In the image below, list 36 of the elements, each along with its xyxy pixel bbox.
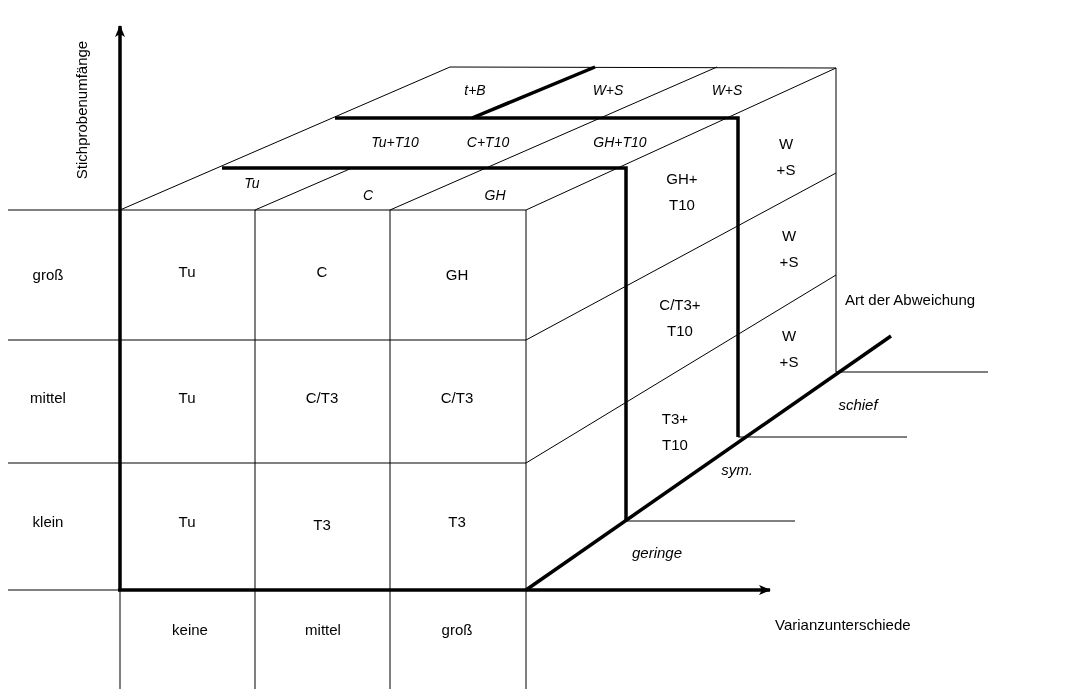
cell-label: T3+ T10 bbox=[661, 409, 689, 455]
cell-label: Tu bbox=[178, 387, 196, 408]
cell-label: GH bbox=[445, 264, 469, 285]
axis-title: Stichprobenumfänge bbox=[71, 40, 91, 180]
face-label: Tu bbox=[244, 173, 260, 193]
column-label: groß bbox=[441, 619, 473, 640]
cell-label: T3 bbox=[448, 511, 466, 532]
level-label: schief bbox=[838, 394, 878, 415]
cell-label: C/T3 bbox=[440, 387, 474, 408]
cell-label: W +S bbox=[779, 326, 799, 372]
cell-label: W +S bbox=[776, 134, 796, 180]
face-label: t+B bbox=[464, 80, 486, 100]
cell-label: Tu bbox=[178, 511, 196, 532]
axis-title: Varianzunterschiede bbox=[775, 614, 911, 635]
row-label: groß bbox=[32, 264, 64, 285]
level-label: geringe bbox=[632, 542, 682, 563]
column-label: mittel bbox=[305, 619, 341, 640]
face-label: GH+T10 bbox=[593, 132, 647, 152]
cell-label: C/T3+ T10 bbox=[659, 295, 701, 341]
column-label: keine bbox=[172, 619, 208, 640]
row-label: mittel bbox=[30, 387, 66, 408]
face-label: C+T10 bbox=[466, 132, 510, 152]
cell-label: GH+ T10 bbox=[666, 169, 698, 215]
cell-label: C/T3 bbox=[305, 387, 339, 408]
row-label: klein bbox=[32, 511, 64, 532]
cell-label: T3 bbox=[313, 514, 331, 535]
face-label: C bbox=[362, 185, 374, 205]
axis-title: Art der Abweichung bbox=[845, 289, 976, 310]
face-label: GH bbox=[484, 185, 506, 205]
face-label: W+S bbox=[711, 80, 743, 100]
face-label: W+S bbox=[592, 80, 624, 100]
cell-label: C bbox=[316, 261, 328, 282]
level-label: sym. bbox=[721, 459, 753, 480]
face-label: Tu+T10 bbox=[371, 132, 419, 152]
cell-label: Tu bbox=[178, 261, 196, 282]
cell-label: W +S bbox=[779, 226, 799, 272]
